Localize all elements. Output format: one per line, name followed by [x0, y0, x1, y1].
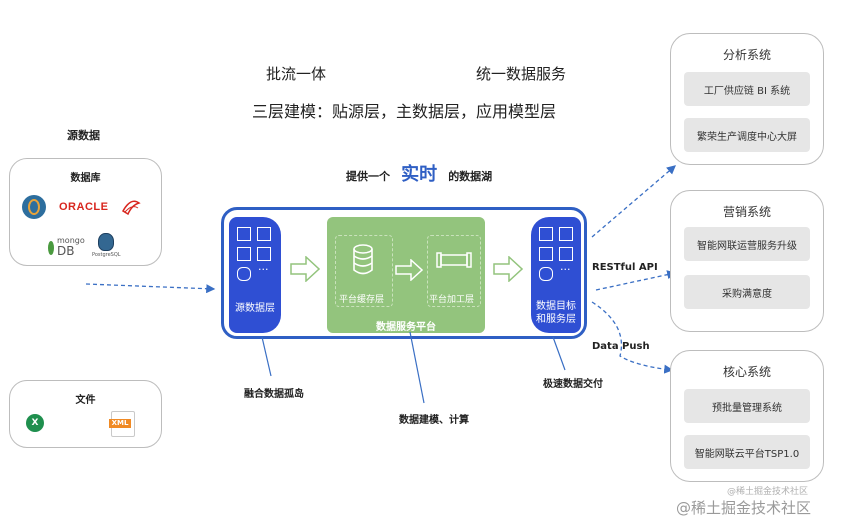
marketing-system-item: 采购满意度: [684, 275, 810, 309]
platform-to-target-arrow-icon: [493, 255, 524, 283]
marketing-system-box: 营销系统 智能网联运营服务升级 采购满意度: [670, 190, 824, 332]
excel-icon: X: [26, 414, 44, 432]
stacked-database-icon: [352, 244, 374, 276]
source-section-title: 源数据: [67, 129, 100, 142]
cache-layer-label: 平台缓存层: [339, 295, 385, 305]
database-box-title: 数据库: [70, 173, 101, 184]
table-icon: [237, 247, 251, 261]
headline-three-layer: 三层建模：贴源层，主数据层，应用模型层: [252, 102, 557, 121]
to-marketing-link: [595, 270, 677, 291]
source-layer-pill: ··· 源数据层: [229, 217, 281, 333]
process-layer-frame: 平台加工层: [427, 235, 481, 307]
database-box: 数据库 ORACLE mongo DB PostgreSQL: [9, 158, 162, 266]
core-system-item: 智能网联云平台TSP1.0: [684, 435, 810, 469]
restful-api-label: RESTful API: [592, 262, 658, 273]
table-icon: [559, 247, 573, 261]
ellipsis: ···: [258, 263, 269, 276]
analysis-system-item: 繁荣生产调度中心大屏: [684, 118, 810, 152]
realtime-caption-emphasis: 实时: [401, 164, 438, 185]
watermark-large: @稀土掘金技术社区: [676, 499, 812, 517]
database-icon: [237, 267, 251, 281]
mysql-logo-icon: [22, 195, 46, 219]
ellipsis: ···: [560, 263, 571, 276]
database-icon: [539, 267, 553, 281]
delivery-leader-line: [552, 336, 566, 371]
realtime-caption: 提供一个 实时 的数据湖: [346, 160, 492, 186]
delivery-annotation: 极速数据交付: [543, 379, 603, 390]
table-icon: [539, 247, 553, 261]
analysis-system-item: 工厂供应链 BI 系统: [684, 72, 810, 106]
target-layer-icon-grid: ···: [539, 227, 579, 281]
core-system-item: 预批量管理系统: [684, 389, 810, 423]
modeling-annotation: 数据建模、计算: [399, 415, 469, 426]
table-icon: [237, 227, 251, 241]
xml-file-icon: XML: [109, 411, 135, 437]
data-push-label: Data Push: [592, 341, 650, 352]
to-analysis-link: [591, 165, 676, 238]
core-system-title: 核心系统: [722, 365, 771, 379]
mongo-text-bottom: DB: [57, 244, 75, 258]
xml-label: XML: [109, 419, 131, 428]
postgresql-text: PostgreSQL: [92, 252, 121, 258]
sql-server-logo-icon: [120, 195, 142, 217]
headline-unified-service: 统一数据服务: [476, 65, 567, 83]
to-core-link: [591, 301, 674, 374]
oracle-logo: ORACLE: [59, 201, 109, 213]
source-layer-icon-grid: ···: [237, 227, 277, 281]
target-layer-label-line1: 数据目标: [536, 301, 576, 312]
target-service-layer-pill: ··· 数据目标 和服务层: [531, 217, 581, 333]
source-layer-label: 源数据层: [235, 303, 275, 314]
file-box: 文件 X XML: [9, 380, 162, 448]
marketing-system-title: 营销系统: [722, 205, 771, 219]
table-icon: [257, 227, 271, 241]
postgresql-logo: PostgreSQL: [92, 233, 121, 261]
table-icon: [559, 227, 573, 241]
core-system-box: 核心系统 预批量管理系统 智能网联云平台TSP1.0: [670, 350, 824, 482]
analysis-system-title: 分析系统: [722, 48, 771, 62]
pipe-icon: [436, 252, 472, 268]
marketing-system-item: 智能网联运营服务升级: [684, 227, 810, 261]
table-icon: [539, 227, 553, 241]
source-to-platform-arrow-icon: [290, 255, 321, 283]
mongodb-logo: mongo DB: [48, 233, 85, 259]
file-box-title: 文件: [75, 395, 96, 406]
mongo-text-top: mongo: [57, 236, 85, 245]
analysis-system-box: 分析系统 工厂供应链 BI 系统 繁荣生产调度中心大屏: [670, 33, 824, 165]
target-layer-label-line2: 和服务层: [536, 314, 576, 325]
modeling-leader-line: [409, 331, 425, 404]
fusion-annotation: 融合数据孤岛: [244, 389, 304, 400]
platform-label: 数据服务平台: [376, 322, 436, 333]
postgresql-elephant-icon: [98, 233, 114, 251]
headline-batch-stream: 批流一体: [266, 65, 327, 83]
realtime-caption-suffix: 的数据湖: [448, 170, 493, 183]
table-icon: [257, 247, 271, 261]
source-to-platform-link: [85, 283, 216, 294]
realtime-caption-prefix: 提供一个: [346, 170, 390, 183]
fusion-leader-line: [261, 336, 272, 377]
mongodb-leaf-icon: [48, 241, 54, 255]
platform-green-panel: 平台缓存层 平台加工层 数据服务平台: [327, 217, 485, 333]
cache-layer-frame: 平台缓存层: [335, 235, 393, 307]
watermark-small: @稀土掘金技术社区: [727, 487, 809, 497]
cache-to-process-arrow-icon: [395, 258, 424, 282]
process-layer-label: 平台加工层: [429, 295, 475, 305]
